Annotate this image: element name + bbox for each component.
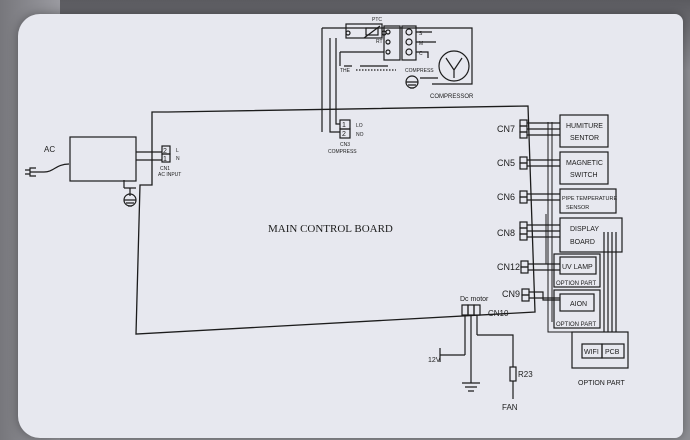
cn3-sub: COMPRESS <box>328 149 357 155</box>
cn9-label: CN9 <box>502 289 520 299</box>
pcb-label: PCB <box>605 349 620 356</box>
main-control-board-outline <box>135 105 536 335</box>
terminal-c: C <box>419 51 423 57</box>
pipe-temp-sensor-line1: PIPE TEMPERATURE <box>562 196 617 202</box>
r23-resistor <box>509 366 517 382</box>
ground-symbol-left <box>123 193 137 207</box>
cn1-pin1: 1 <box>163 156 167 163</box>
humiture-sensor-box <box>559 114 609 148</box>
cn6-group: CN6 PIPE TEMPERATURE SENSOR <box>497 188 617 214</box>
aion-box <box>559 293 595 312</box>
ground-wire <box>123 180 136 196</box>
cn12-group: CN12 UV LAMP OPTION PART <box>497 253 601 288</box>
thermal-protector-label: THE <box>340 68 351 74</box>
ac-plug: AC <box>25 145 70 177</box>
cn6-label: CN6 <box>497 192 515 202</box>
pipe-temperature-sensor-box <box>559 188 617 214</box>
cn3-name: CN3 <box>340 142 350 148</box>
cn3-lo-label: LO <box>356 123 363 129</box>
dc-motor-group: Dc motor CN10 12V R23 FAN <box>428 296 533 412</box>
cn7-group: CN7 HUMITURE SENTOR <box>497 114 609 148</box>
cn5-label: CN5 <box>497 158 515 168</box>
cn3-pin2: 2 <box>342 131 346 138</box>
cn8-group: CN8 DISPLAY BOARD <box>497 217 623 253</box>
compressor-label: COMPRESSOR <box>430 94 474 100</box>
aion-option-label: OPTION PART <box>556 322 596 328</box>
magnetic-switch-line1: MAGNETIC <box>566 160 603 167</box>
display-board-line1: DISPLAY <box>570 226 599 233</box>
fan-label: FAN <box>502 403 518 412</box>
magnetic-switch-box <box>559 151 609 185</box>
aion-option-frame <box>553 289 601 329</box>
cn12-label: CN12 <box>497 262 520 272</box>
cn3-pin1: 1 <box>342 122 346 129</box>
12v-label: 12V <box>428 357 441 364</box>
uv-lamp-option-label: OPTION PART <box>556 281 596 287</box>
cn10-label: CN10 <box>488 309 509 318</box>
magnetic-switch-line2: SWITCH <box>570 172 598 179</box>
humiture-sensor-line1: HUMITURE <box>566 123 603 130</box>
wifi-pcb-group: WIFI PCB OPTION PART <box>571 232 629 387</box>
cn1-name: CN1 <box>160 166 170 172</box>
cn1-n-label: N <box>176 156 180 162</box>
ac-input-wires <box>136 151 162 161</box>
dc-motor-label: Dc motor <box>460 296 489 303</box>
uv-lamp-box <box>559 256 597 275</box>
cn1-connector: 2 1 L N CN1 AC INPUT <box>158 145 181 178</box>
cn7-label: CN7 <box>497 124 515 134</box>
cn1-pin2: 2 <box>163 148 167 155</box>
uv-lamp-label: UV LAMP <box>562 264 593 271</box>
right-bus-wires <box>545 122 578 333</box>
display-board-line2: BOARD <box>570 239 595 246</box>
cn8-label: CN8 <box>497 228 515 238</box>
aion-label: AION <box>570 301 587 308</box>
wifi-label: WIFI <box>584 349 599 356</box>
main-control-board-label: MAIN CONTROL BOARD <box>268 223 393 235</box>
uv-lamp-option-frame <box>553 253 601 288</box>
cn9-group: CN9 AION OPTION PART <box>502 288 601 329</box>
wifi-option-frame <box>571 331 629 369</box>
cn5-group: CN5 MAGNETIC SWITCH <box>497 151 609 185</box>
terminal-s: S <box>419 31 423 37</box>
display-board-box <box>559 217 623 253</box>
ground-symbol-bottom <box>462 382 480 392</box>
ac-label: AC <box>44 145 55 154</box>
cn1-sub: AC INPUT <box>158 172 181 178</box>
pipe-temp-sensor-line2: SENSOR <box>566 205 589 211</box>
pcb-box <box>601 343 625 359</box>
power-filter-box <box>69 136 137 182</box>
ptc-title: PTC <box>372 17 382 23</box>
wifi-option-label: OPTION PART <box>578 380 626 387</box>
compressor-assembly: PTC RT S M C THE COMPRESS COMPRESSOR <box>321 17 474 133</box>
ptc-rt-label: RT <box>376 39 383 45</box>
compressor-motor-icon <box>438 50 470 82</box>
cn3-no-label: NO <box>356 132 364 138</box>
humiture-sensor-line2: SENTOR <box>570 135 599 142</box>
r23-label: R23 <box>518 370 533 379</box>
terminal-m: M <box>419 41 423 47</box>
compress-label: COMPRESS <box>405 68 434 74</box>
cn1-l-label: L <box>176 148 179 154</box>
cn3-connector: 1 2 LO NO CN3 COMPRESS <box>328 119 364 155</box>
